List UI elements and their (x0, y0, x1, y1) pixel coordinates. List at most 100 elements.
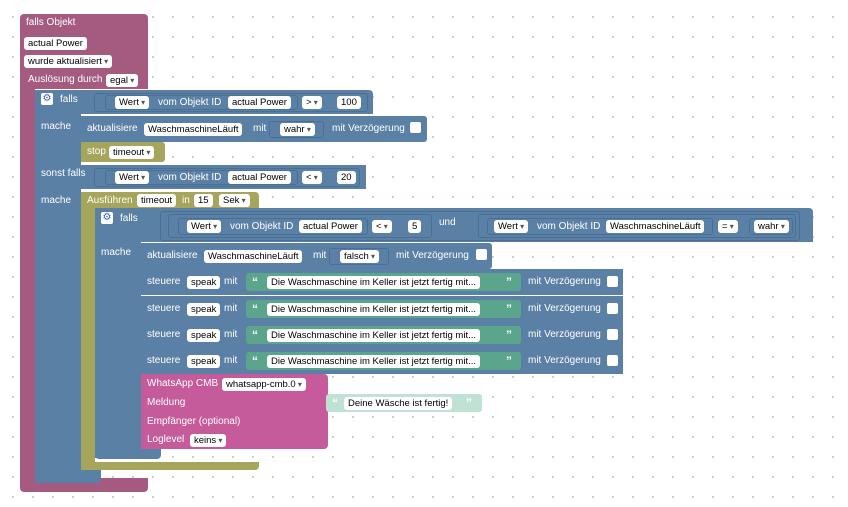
quote-close-icon-1: ” (506, 275, 512, 289)
event-trigger-dropdown[interactable]: wurde aktualisiert (24, 55, 113, 68)
falls-label: falls (60, 94, 78, 105)
und-label: und (439, 217, 456, 228)
update-target-field-2[interactable]: WaschmaschineLäuft (204, 250, 303, 263)
event-object-field[interactable]: actual Power (24, 37, 87, 50)
speak-delay-label-3: mit Verzögerung (528, 329, 601, 340)
inner-vom-objekt-left: vom Objekt ID (230, 221, 294, 232)
speak-mit-label-1: mit (224, 276, 238, 287)
vom-objekt-label-1: vom Objekt ID (158, 97, 222, 108)
speak-target-2[interactable]: speak (187, 303, 221, 316)
inner-value-right[interactable]: wahr (754, 220, 789, 233)
inner-if-spine (95, 208, 141, 458)
gear-icon-inner[interactable]: ⚙ (101, 212, 113, 224)
inner-wert-dropdown-left[interactable]: Wert (187, 220, 222, 233)
inner-object-id-right[interactable]: WaschmaschineLäuft (606, 220, 705, 233)
inner-operator-right[interactable]: = (718, 220, 738, 233)
inner-value-left[interactable]: 5 (408, 220, 422, 233)
whatsapp-instance-dropdown[interactable]: whatsapp-cmb.0 (222, 378, 306, 391)
event-title: falls Objekt (26, 17, 76, 28)
quote-open-icon-3: “ (252, 328, 258, 342)
meldung-quote-open-icon: “ (332, 396, 338, 410)
speak-target-3[interactable]: speak (187, 329, 221, 342)
speak-target-4[interactable]: speak (187, 355, 221, 368)
quote-open-icon-4: “ (252, 354, 258, 368)
ausfuehren-label: Ausführen (87, 195, 133, 206)
loglevel-label: Loglevel (147, 434, 185, 445)
speak-mit-label-4: mit (224, 355, 238, 366)
quote-open-icon-1: “ (252, 275, 258, 289)
wert-dropdown-1[interactable]: Wert (115, 96, 150, 109)
steuere-label-1: steuere (147, 276, 181, 287)
speak-delay-label-2: mit Verzögerung (528, 303, 601, 314)
speak-delay-checkbox-1[interactable] (607, 276, 618, 287)
inner-vom-objekt-right: vom Objekt ID (537, 221, 601, 232)
steuere-label-4: steuere (147, 355, 181, 366)
sonst-falls-label: sonst falls (41, 168, 86, 179)
quote-close-icon-2: ” (506, 302, 512, 316)
mache-label: mache (41, 121, 72, 132)
operator-dropdown-2[interactable]: < (302, 171, 322, 184)
stop-label: stop (87, 146, 106, 157)
object-id-field-2[interactable]: actual Power (228, 171, 291, 184)
loglevel-dropdown[interactable]: keins (190, 434, 227, 447)
speak-mit-label-2: mit (224, 303, 238, 314)
gear-icon[interactable]: ⚙ (41, 93, 53, 105)
if-left-spine (35, 90, 81, 483)
mit-verzoegerung-label-2: mit Verzögerung (396, 250, 469, 261)
speak-text-field-4[interactable]: Die Waschmaschine im Keller ist jetzt fe… (267, 355, 481, 368)
update-value-dropdown-1[interactable]: wahr (280, 123, 315, 136)
meldung-quote-close-icon: ” (466, 396, 472, 410)
inner-wert-dropdown-right[interactable]: Wert (494, 220, 529, 233)
delay-checkbox-1[interactable] (410, 122, 421, 133)
update-value-dropdown-2[interactable]: falsch (340, 250, 380, 263)
steuere-label-2: steuere (147, 303, 181, 314)
inner-mache-label: mache (101, 247, 132, 258)
speak-text-field-2[interactable]: Die Waschmaschine im Keller ist jetzt fe… (267, 303, 481, 316)
speak-text-field-1[interactable]: Die Waschmaschine im Keller ist jetzt fe… (267, 276, 481, 289)
timeout-footer (81, 462, 259, 470)
steuere-label-3: steuere (147, 329, 181, 340)
update-block-2[interactable] (141, 243, 492, 269)
speak-mit-label-3: mit (224, 329, 238, 340)
meldung-text-field[interactable]: Deine Wäsche ist fertig! (344, 397, 453, 410)
speak-delay-checkbox-3[interactable] (607, 329, 618, 340)
speak-delay-checkbox-4[interactable] (607, 355, 618, 366)
mit-label-2: mit (313, 250, 327, 261)
value-field-1[interactable]: 100 (337, 96, 361, 109)
update-target-field-1[interactable]: WaschmaschineLäuft (144, 123, 243, 136)
timeout-spine (81, 192, 95, 470)
operator-dropdown-1[interactable]: > (302, 96, 322, 109)
aktualisiere-label-2: aktualisiere (147, 250, 198, 261)
timeout-name-field[interactable]: timeout (137, 194, 177, 207)
quote-open-icon-2: “ (252, 302, 258, 316)
timeout-unit-dropdown[interactable]: Sek (219, 194, 250, 207)
timeout-amount-field[interactable]: 15 (194, 194, 213, 207)
speak-target-1[interactable]: speak (187, 276, 221, 289)
in-label: in (182, 195, 190, 206)
meldung-label: Meldung (147, 397, 186, 408)
mit-label-1: mit (253, 123, 267, 134)
whatsapp-title: WhatsApp CMB (147, 378, 219, 389)
inner-if-footer (95, 449, 161, 459)
ausloesung-dropdown[interactable]: egal (106, 74, 139, 87)
quote-close-icon-4: ” (506, 354, 512, 368)
vom-objekt-label-2: vom Objekt ID (158, 172, 222, 183)
mit-verzoegerung-label-1: mit Verzögerung (332, 123, 405, 134)
empfaenger-label: Empfänger (optional) (147, 416, 241, 427)
stop-timer-dropdown[interactable]: timeout (109, 146, 155, 159)
inner-object-id-left[interactable]: actual Power (299, 220, 362, 233)
speak-text-field-3[interactable]: Die Waschmaschine im Keller ist jetzt fe… (267, 329, 481, 342)
mache-label-2: mache (41, 195, 72, 206)
speak-delay-checkbox-2[interactable] (607, 303, 618, 314)
inner-falls-label: falls (120, 213, 138, 224)
delay-checkbox-2[interactable] (476, 249, 487, 260)
value-field-2[interactable]: 20 (337, 171, 356, 184)
quote-close-icon-3: ” (506, 328, 512, 342)
aktualisiere-label-1: aktualisiere (87, 123, 138, 134)
inner-operator-left[interactable]: < (372, 220, 392, 233)
wert-dropdown-2[interactable]: Wert (115, 171, 150, 184)
if-footer (35, 470, 101, 483)
object-id-field-1[interactable]: actual Power (228, 96, 291, 109)
update-block-1[interactable] (81, 116, 427, 142)
ausloesung-label: Auslösung durch (28, 74, 103, 85)
